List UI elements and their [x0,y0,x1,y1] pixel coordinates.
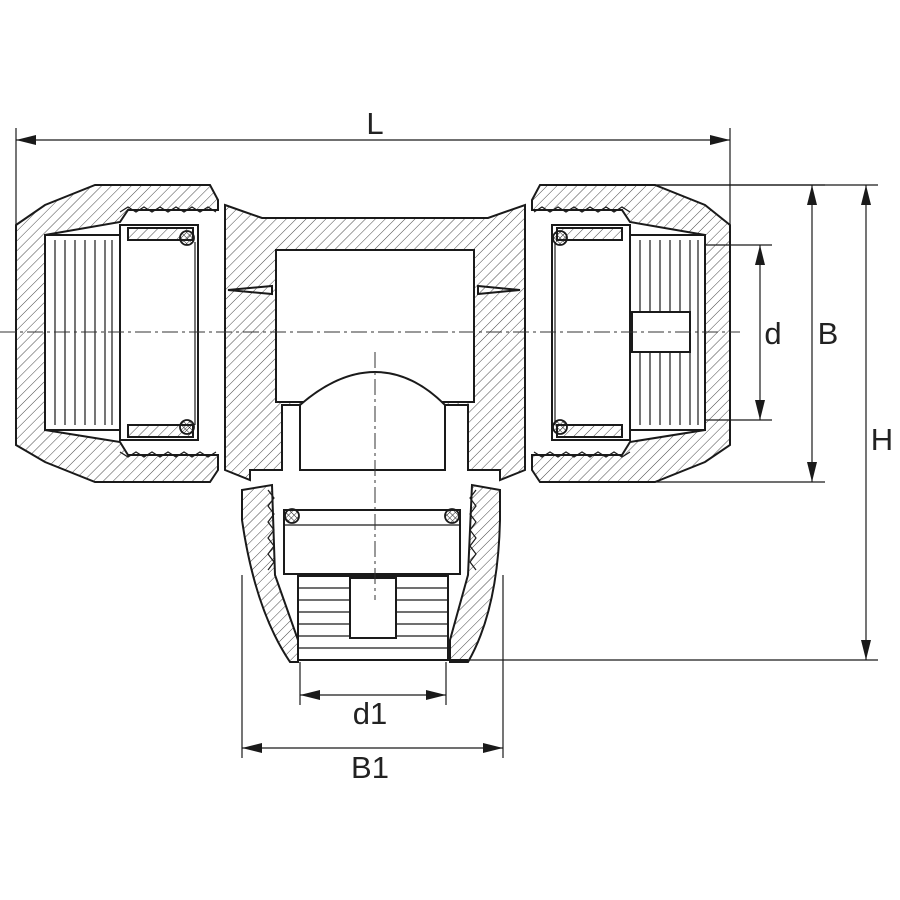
branch-compression-nut [241,483,501,663]
branch-o-ring-right [444,508,460,524]
label-length: L [366,106,383,141]
left-pipe-stop [227,284,273,296]
right-pipe-stop [477,284,521,296]
dimension-height [468,184,878,661]
dimension-bore [705,244,772,421]
branch-o-ring-left [284,508,300,524]
right-o-ring-top [552,230,568,246]
left-compression-nut [15,184,219,483]
left-o-ring-top [179,230,195,246]
dimension-length [15,128,731,240]
label-branch-bore: d1 [353,696,387,731]
label-height: H [871,422,893,457]
tee-body [224,203,526,482]
label-branch-width: B1 [351,750,389,785]
right-compression-nut [531,184,731,483]
left-o-ring-bottom [179,419,195,435]
label-bore: d [764,316,781,351]
right-o-ring-bottom [552,419,568,435]
dimension-branch-width [241,575,504,758]
dimension-branch-bore [299,662,447,705]
label-body-width: B [818,316,839,351]
